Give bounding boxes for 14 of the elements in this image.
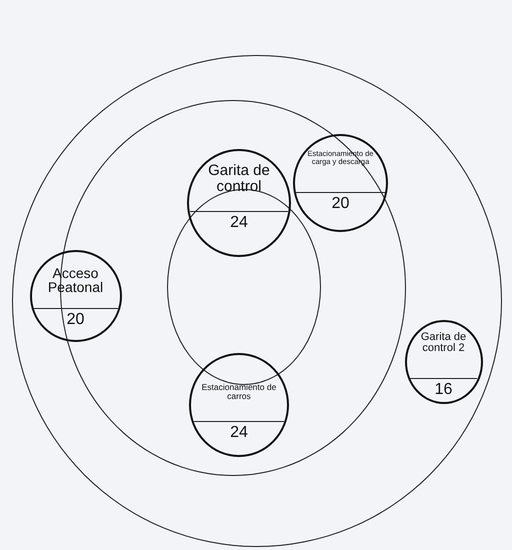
space-name: Garita de control 2 bbox=[420, 332, 468, 355]
space-bubble bbox=[293, 134, 388, 232]
area-number: 20 bbox=[66, 310, 84, 328]
space-name: Estacionamiento de carros bbox=[200, 383, 278, 401]
space-bubble bbox=[30, 250, 122, 342]
area-number: 16 bbox=[434, 380, 452, 398]
space-bubble bbox=[189, 353, 289, 457]
zone-ring bbox=[12, 55, 502, 547]
area-number: 24 bbox=[230, 424, 248, 442]
space-name: Garita de control bbox=[207, 163, 271, 194]
space-bubble bbox=[404, 320, 482, 404]
area-number: 20 bbox=[332, 195, 350, 213]
space-bubble bbox=[187, 149, 291, 257]
area-number: 24 bbox=[230, 214, 248, 232]
